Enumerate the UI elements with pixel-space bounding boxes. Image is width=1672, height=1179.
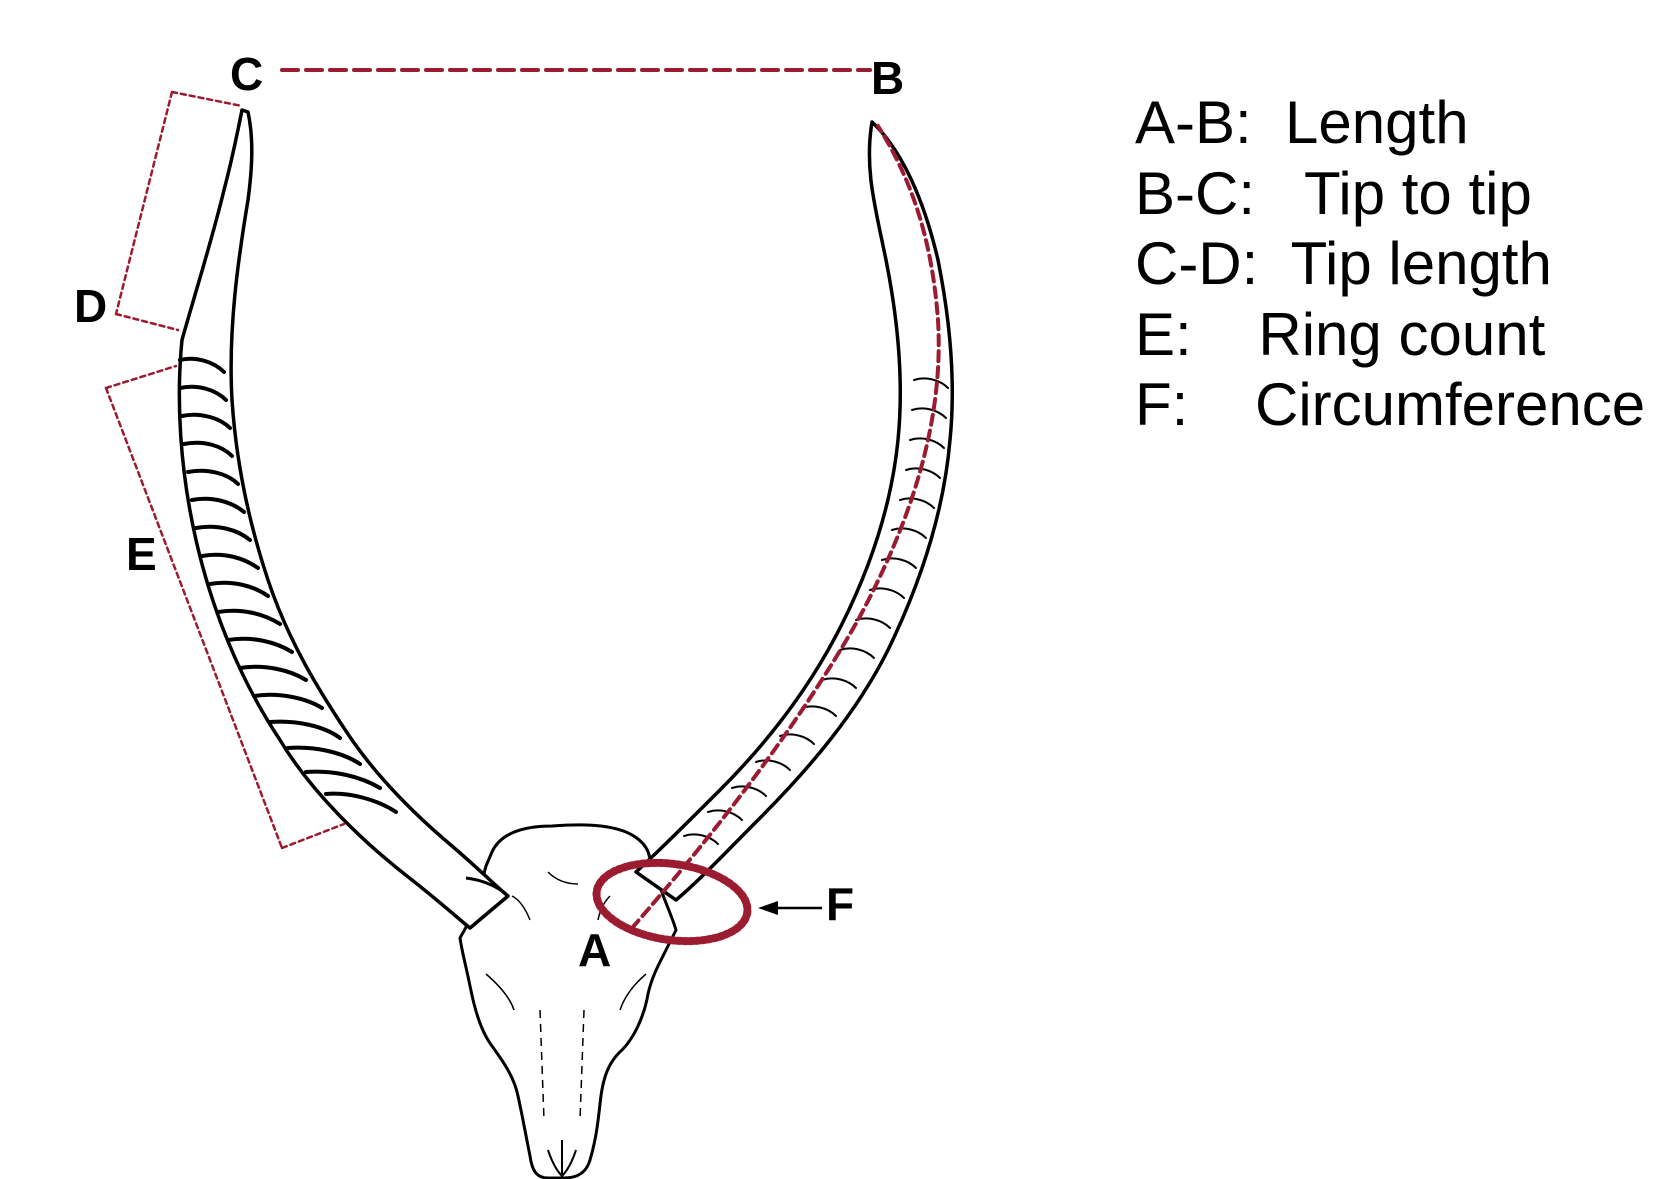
legend-row-tip-length: C-D: Tip length bbox=[1135, 229, 1645, 300]
legend-value: Circumference bbox=[1255, 371, 1645, 438]
legend-value: Ring count bbox=[1258, 301, 1545, 368]
point-label-a: A bbox=[578, 924, 611, 976]
legend-row-circumference: F: Circumference bbox=[1135, 370, 1645, 441]
measurement-legend: A-B: Length B-C: Tip to tip C-D: Tip len… bbox=[1135, 88, 1645, 441]
legend-value: Tip to tip bbox=[1304, 160, 1532, 227]
point-label-e: E bbox=[126, 528, 157, 580]
legend-key: E: bbox=[1135, 301, 1192, 368]
left-horn bbox=[179, 110, 508, 928]
legend-key: B-C: bbox=[1135, 160, 1255, 227]
legend-value: Tip length bbox=[1291, 230, 1552, 297]
f-arrow bbox=[758, 901, 822, 915]
legend-key: C-D: bbox=[1135, 230, 1258, 297]
legend-key: F: bbox=[1135, 371, 1188, 438]
point-label-b: B bbox=[871, 52, 904, 104]
right-horn bbox=[636, 122, 952, 900]
legend-row-tip-to-tip: B-C: Tip to tip bbox=[1135, 159, 1645, 230]
legend-row-ring-count: E: Ring count bbox=[1135, 300, 1645, 371]
legend-key: A-B: bbox=[1135, 89, 1252, 156]
point-label-c: C bbox=[230, 48, 263, 100]
legend-row-length: A-B: Length bbox=[1135, 88, 1645, 159]
legend-value: Length bbox=[1285, 89, 1469, 156]
point-label-f: F bbox=[826, 878, 854, 930]
point-label-d: D bbox=[74, 280, 107, 332]
